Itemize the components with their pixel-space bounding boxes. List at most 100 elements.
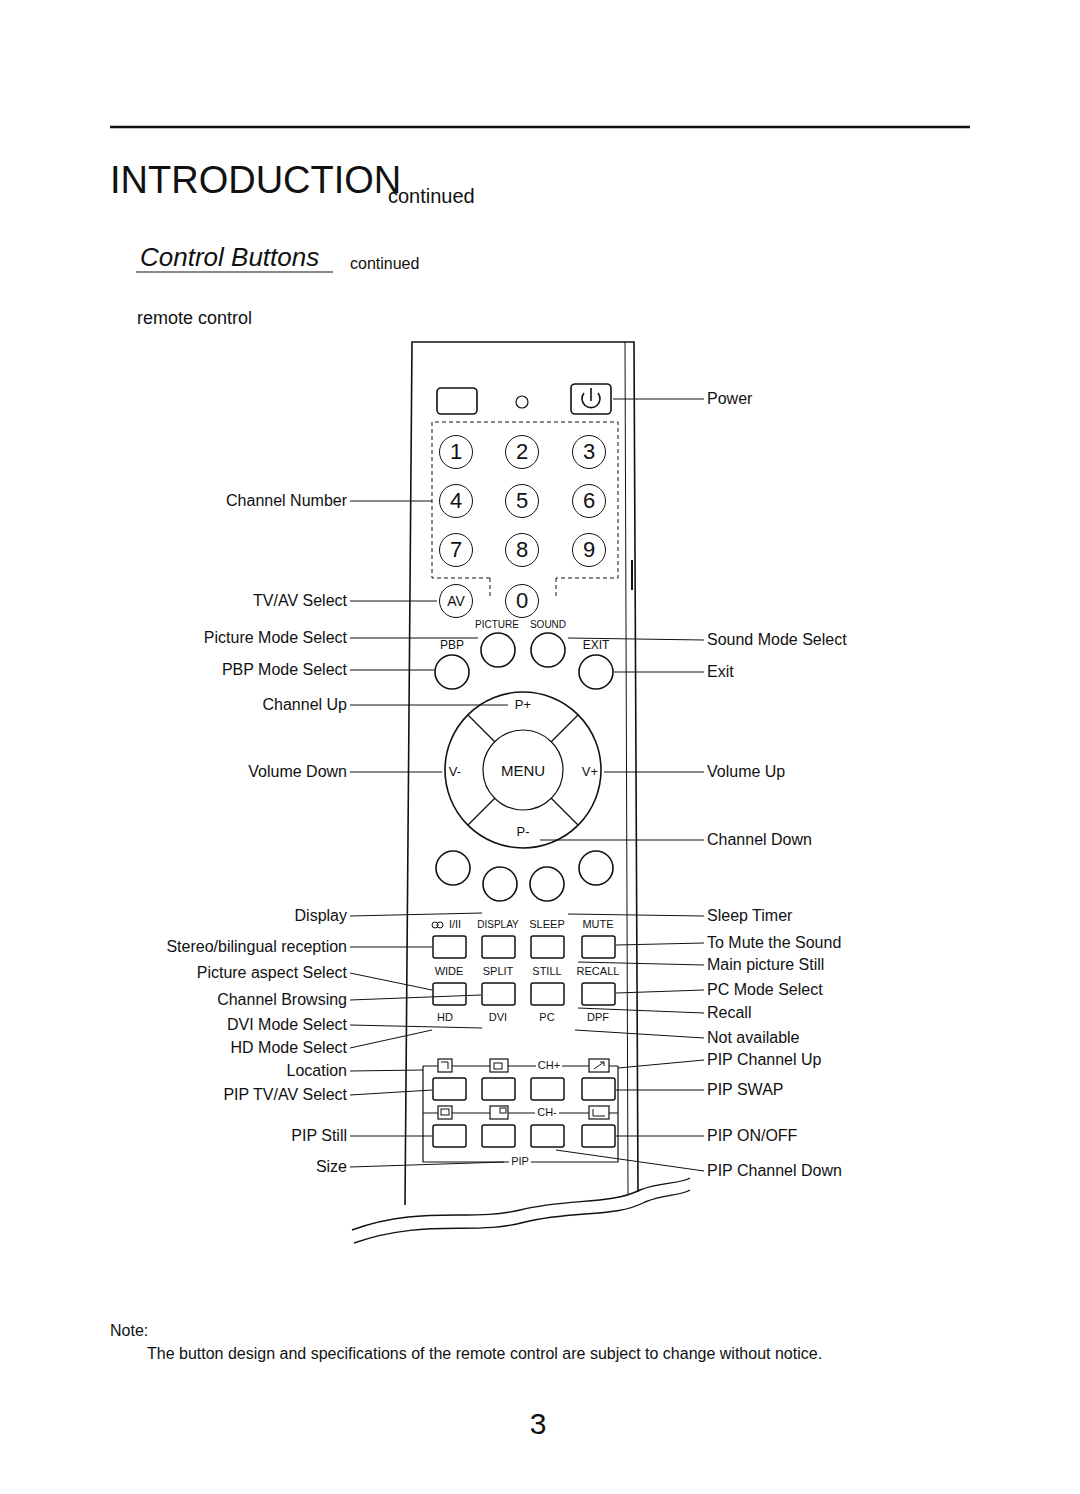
- button-text: MENU: [501, 763, 545, 778]
- button-text: 2: [516, 441, 528, 463]
- button-label: STILL: [532, 965, 561, 978]
- leader-line: [618, 1060, 704, 1068]
- button-label: RECALL: [577, 965, 620, 978]
- button-label: HD: [437, 1011, 453, 1024]
- button-label: SPLIT: [483, 965, 514, 978]
- button-label: PC: [539, 1011, 554, 1024]
- leader-line: [616, 943, 704, 945]
- leader-line: [540, 840, 704, 841]
- leader-line: [556, 1150, 704, 1171]
- callout-text: Volume Down: [248, 762, 347, 781]
- button-label: I/II: [449, 918, 461, 931]
- button-label: DISPLAY: [477, 919, 519, 931]
- button-label: PICTURE: [475, 619, 519, 631]
- leader-line: [350, 947, 432, 948]
- page-text: continued: [350, 254, 419, 273]
- page-title: INTRODUCTION: [110, 160, 401, 202]
- callout-text: Sound Mode Select: [707, 630, 847, 649]
- button-text: 9: [583, 539, 595, 561]
- leader-line: [350, 913, 482, 916]
- leader-line: [350, 973, 432, 990]
- remote-button: MENU: [486, 733, 560, 807]
- remote-button: 5: [505, 484, 539, 518]
- page-text: Control Buttons: [140, 242, 319, 273]
- button-text: 7: [450, 539, 462, 561]
- leader-line: [616, 1136, 704, 1137]
- callout-text: Sleep Timer: [707, 906, 792, 925]
- leader-line: [350, 772, 442, 773]
- callout-text: Channel Down: [707, 830, 812, 849]
- callout-text: Exit: [707, 662, 734, 681]
- callout-text: PIP Channel Up: [707, 1050, 821, 1069]
- callout-text: To Mute the Sound: [707, 933, 841, 952]
- remote-button: 2: [505, 435, 539, 469]
- remote-button: 9: [572, 533, 606, 567]
- callout-text: Channel Number: [226, 491, 347, 510]
- button-text: 8: [516, 539, 528, 561]
- remote-button: 7: [439, 533, 473, 567]
- button-label: DVI: [489, 1011, 507, 1024]
- button-text: 3: [583, 441, 595, 463]
- callout-text: Recall: [707, 1003, 751, 1022]
- leader-line: [350, 705, 508, 706]
- button-label: CH+: [536, 1059, 562, 1072]
- callout-text: PC Mode Select: [707, 980, 823, 999]
- button-text: 4: [450, 490, 462, 512]
- callout-text: Display: [295, 906, 347, 925]
- leader-line: [578, 962, 704, 965]
- button-label: P-: [517, 824, 530, 840]
- remote-button: 1: [439, 435, 473, 469]
- button-label: P+: [515, 697, 531, 713]
- callout-text: Stereo/bilingual reception: [166, 937, 347, 956]
- callout-text: Power: [707, 389, 752, 408]
- button-label: WIDE: [435, 965, 464, 978]
- button-label: DPF: [587, 1011, 609, 1024]
- page-text: remote control: [137, 308, 252, 330]
- leader-line: [350, 1070, 423, 1071]
- callout-text: PBP Mode Select: [222, 660, 347, 679]
- leader-line: [350, 995, 481, 1000]
- remote-button: 3: [572, 435, 606, 469]
- callout-text: Not available: [707, 1028, 800, 1047]
- leader-line: [350, 1162, 504, 1167]
- button-label: PIP: [509, 1155, 531, 1168]
- button-label: CH-: [535, 1106, 559, 1119]
- leader-line: [604, 772, 704, 773]
- callout-text: Size: [316, 1157, 347, 1176]
- button-text: 5: [516, 490, 528, 512]
- leader-line: [350, 601, 437, 602]
- button-label: PBP: [440, 638, 464, 652]
- leader-line: [350, 1025, 482, 1028]
- callout-text: Volume Up: [707, 762, 785, 781]
- callout-text: HD Mode Select: [231, 1038, 348, 1057]
- remote-button: 0: [505, 584, 539, 618]
- leader-line: [568, 914, 704, 916]
- remote-button: 6: [572, 484, 606, 518]
- leader-line: [350, 670, 434, 671]
- button-text: AV: [447, 594, 465, 608]
- callout-text: TV/AV Select: [253, 591, 347, 610]
- button-label: SOUND: [530, 619, 566, 631]
- callout-text: Main picture Still: [707, 955, 824, 974]
- leader-line: [350, 1090, 432, 1095]
- remote-button: AV: [439, 584, 473, 618]
- button-label: V+: [582, 764, 598, 780]
- callout-text: Channel Browsing: [217, 990, 347, 1009]
- button-text: 6: [583, 490, 595, 512]
- leader-line: [613, 399, 704, 400]
- callout-text: Channel Up: [263, 695, 348, 714]
- page-text: Note:: [110, 1321, 148, 1340]
- callout-text: PIP SWAP: [707, 1080, 783, 1099]
- callout-text: PIP Still: [291, 1126, 347, 1145]
- callout-text: PIP TV/AV Select: [223, 1085, 347, 1104]
- leader-line: [614, 672, 704, 673]
- leader-line: [575, 1030, 704, 1038]
- leader-line: [350, 1030, 432, 1048]
- callout-text: DVI Mode Select: [227, 1015, 347, 1034]
- page-text: 3: [530, 1406, 547, 1442]
- leader-line: [350, 501, 432, 502]
- button-label: EXIT: [583, 638, 610, 652]
- leader-line: [616, 990, 704, 993]
- callout-text: PIP Channel Down: [707, 1161, 842, 1180]
